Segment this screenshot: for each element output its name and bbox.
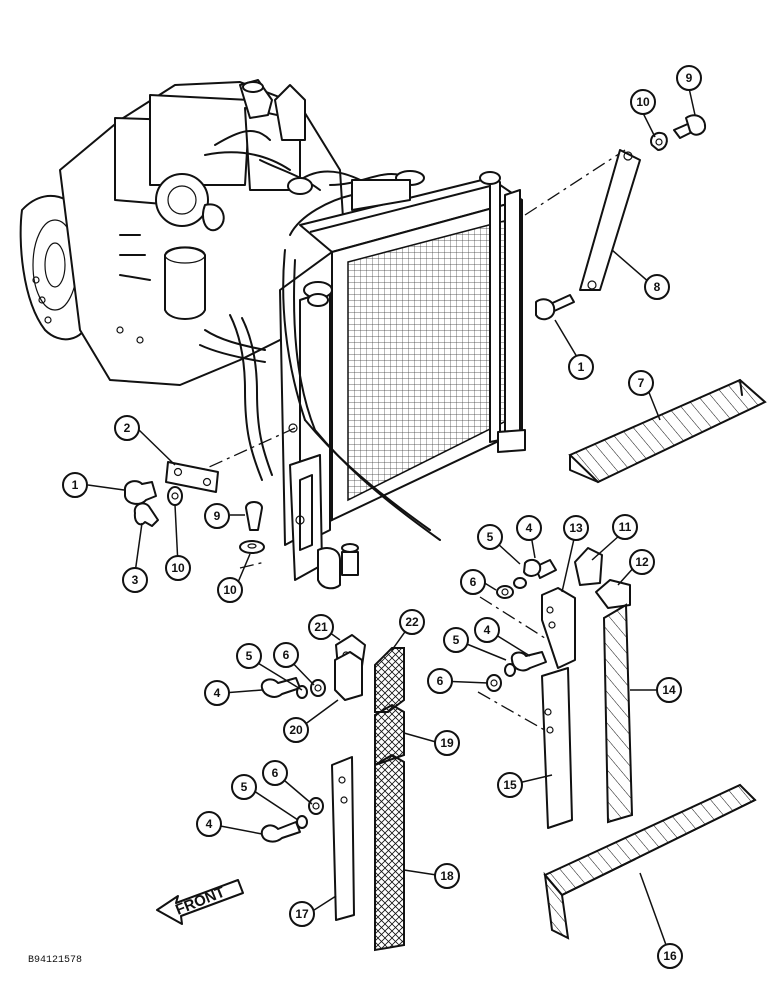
svg-text:4: 4 [484,623,491,637]
callout-4-top: 4 [516,515,542,541]
callout-12: 12 [629,549,655,575]
callout-5-bottom: 5 [231,774,257,800]
callout-2: 2 [114,415,140,441]
callout-10-lower: 10 [217,577,243,603]
svg-text:21: 21 [314,620,328,634]
svg-text:4: 4 [526,521,533,535]
seal-strip-7 [568,378,767,484]
svg-text:22: 22 [405,615,419,629]
callout-19: 19 [434,730,460,756]
bracket-and-seal-set [331,634,573,952]
svg-text:5: 5 [246,649,253,663]
callout-9-lower: 9 [204,503,230,529]
svg-text:2: 2 [124,421,131,435]
svg-text:6: 6 [272,766,279,780]
svg-text:7: 7 [638,376,645,390]
svg-text:10: 10 [636,95,650,109]
svg-text:5: 5 [453,633,460,647]
svg-text:12: 12 [635,555,649,569]
callout-13: 13 [563,515,589,541]
svg-text:11: 11 [619,520,632,534]
callout-6-bottom: 6 [262,760,288,786]
svg-text:1: 1 [578,360,585,374]
engine-illustration [19,79,401,481]
svg-text:8: 8 [654,280,661,294]
svg-text:6: 6 [437,674,444,688]
svg-text:4: 4 [214,686,221,700]
callout-5-mid-left: 5 [236,643,262,669]
callout-18: 18 [434,863,460,889]
svg-text:17: 17 [295,907,309,921]
svg-text:16: 16 [663,949,677,963]
upper-brace-assembly [535,114,707,321]
callout-22: 22 [399,609,425,635]
callout-9-upper: 9 [676,65,702,91]
callout-1-upper: 1 [568,354,594,380]
svg-text:5: 5 [487,530,494,544]
callout-4-mid-left: 4 [204,680,230,706]
svg-text:13: 13 [569,521,583,535]
callout-1-lower: 1 [62,472,88,498]
svg-text:5: 5 [241,780,248,794]
seal-strip-16 [543,783,757,940]
callout-8: 8 [644,274,670,300]
alignment-lines [184,149,626,733]
svg-text:6: 6 [283,648,290,662]
svg-text:4: 4 [206,817,213,831]
callout-15: 15 [497,772,523,798]
svg-text:10: 10 [223,583,237,597]
callout-3: 3 [122,567,148,593]
callout-16: 16 [657,943,683,969]
callout-4-mid-right: 4 [474,617,500,643]
drawing-reference-code: B94121578 [28,955,82,966]
svg-text:9: 9 [214,509,221,523]
svg-text:9: 9 [686,71,693,85]
right-hardware [496,547,634,824]
svg-text:18: 18 [440,869,454,883]
callout-5-top: 5 [477,524,503,550]
callout-6-mid-left: 6 [273,642,299,668]
callout-numbers: 9 10 8 1 7 2 1 3 10 9 10 5 4 13 11 6 12 … [62,65,702,969]
callout-14: 14 [656,677,682,703]
callout-7: 7 [628,370,654,396]
callout-20: 20 [283,717,309,743]
radiator [279,170,526,590]
svg-text:3: 3 [132,573,139,587]
callout-10-upper: 10 [630,89,656,115]
callout-6-top: 6 [460,569,486,595]
callout-17: 17 [289,901,315,927]
lower-left-hardware [123,461,265,554]
svg-text:14: 14 [662,683,676,697]
callout-6-mid-right: 6 [427,668,453,694]
front-direction-arrow: FRONT [156,879,244,925]
svg-text:6: 6 [470,575,477,589]
svg-text:19: 19 [440,736,454,750]
svg-text:20: 20 [289,723,303,737]
callout-21: 21 [308,614,334,640]
callout-5-mid-right: 5 [443,627,469,653]
svg-text:1: 1 [72,478,79,492]
callout-11: 11 [612,514,638,540]
callout-10-left: 10 [165,555,191,581]
svg-text:15: 15 [503,778,517,792]
svg-text:10: 10 [171,561,185,575]
callout-4-bottom: 4 [196,811,222,837]
front-label: FRONT [173,884,227,919]
